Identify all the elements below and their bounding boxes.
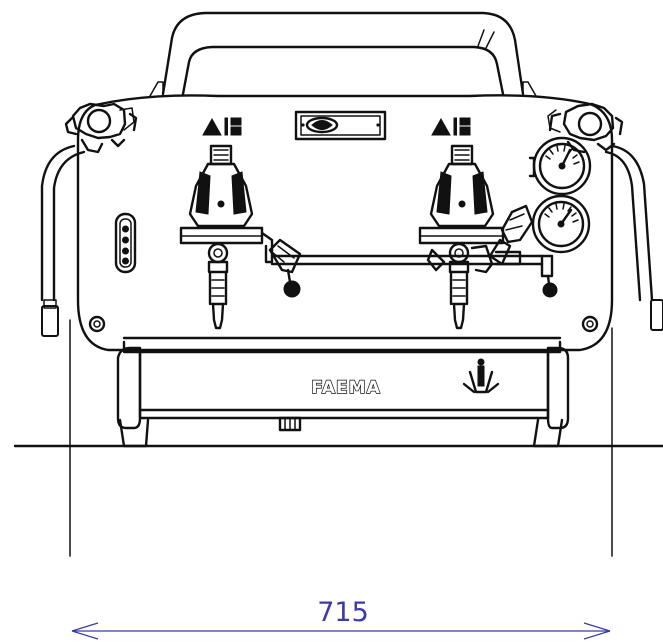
left-foot: [116, 346, 150, 448]
drain-connector: [278, 416, 302, 432]
right-steam-knob: [547, 102, 624, 154]
warning-label-left: [202, 117, 242, 136]
manifold-pipe: [270, 254, 544, 266]
logo-badge: [294, 110, 387, 141]
top-handle: [149, 11, 537, 97]
right-foot: [532, 346, 570, 448]
right-body-screw: [581, 315, 599, 333]
indicator-panel: [114, 212, 137, 274]
left-steam-knob: [64, 102, 138, 154]
pressure-gauge-top: [528, 136, 592, 196]
right-group-head: [418, 144, 505, 330]
brand-label: FAEMA: [311, 378, 381, 398]
cup-symbol-icon: [462, 358, 500, 394]
width-dimension-line: [71, 622, 611, 640]
machine-body: [76, 94, 614, 352]
right-steam-wand: [604, 144, 654, 302]
warning-label-right: [431, 117, 471, 136]
left-steam-tip: [41, 305, 59, 337]
left-body-screw: [88, 315, 106, 333]
left-steam-wand: [40, 144, 86, 302]
width-dimension-label: 715: [317, 597, 369, 628]
left-group-head: [179, 144, 264, 330]
right-steam-tip: [650, 299, 663, 331]
right-mixing-valve: [488, 204, 558, 298]
pressure-gauge-bottom: [531, 194, 591, 254]
